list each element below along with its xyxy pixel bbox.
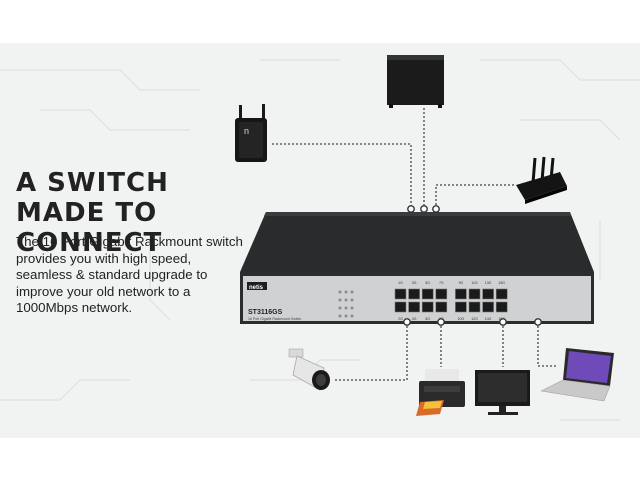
ethernet-port [394, 288, 407, 300]
subwoofer-icon [387, 55, 444, 108]
ethernet-port [408, 288, 420, 300]
port-label: 6G [425, 317, 430, 321]
model-label: ST3116GS [248, 309, 283, 316]
port-label: 10G [458, 317, 465, 321]
headline: A SWITCH MADE TO CONNECT [16, 168, 169, 258]
printer-icon [416, 369, 465, 416]
ethernet-port [435, 288, 448, 300]
connection-lines [272, 108, 558, 381]
brand-logo: netis [249, 285, 264, 291]
svg-text:n: n [244, 126, 249, 136]
ethernet-port [408, 301, 420, 313]
ethernet-port [468, 288, 481, 300]
port-label: 12G [471, 317, 478, 321]
port-label: 13G [485, 281, 492, 285]
ethernet-ports: 1G2G3G4G5G6G7G8G9G10G11G12G13G14G15G16G [394, 281, 508, 321]
ethernet-port [482, 288, 494, 300]
ethernet-port [495, 301, 508, 313]
port-label: 3G [412, 281, 417, 285]
ethernet-port [468, 301, 481, 313]
ethernet-port [421, 288, 434, 300]
security-camera-icon [288, 348, 330, 391]
port-label: 5G [425, 281, 430, 285]
port-label: 14G [485, 317, 492, 321]
wifi-router-icon [516, 156, 567, 204]
port-label: 11G [471, 281, 478, 285]
ethernet-port [421, 301, 434, 313]
port-label: 1G [398, 281, 403, 285]
model-subtitle: 16 Port Gigabit Rackmount Switch [248, 317, 301, 321]
port-label: 15G [498, 281, 505, 285]
ethernet-port [394, 301, 407, 313]
circuit-traces [0, 59, 640, 421]
connection-dots [403, 205, 542, 326]
status-leds [338, 290, 354, 318]
laptop-icon [540, 348, 614, 402]
network-switch: netis ST3116GS 16 Port Gigabit Rackmount… [240, 212, 594, 324]
description: The 16 Port Gigabit Rackmount switch pro… [16, 234, 243, 315]
port-label: 9G [459, 281, 464, 285]
range-extender-icon: n [235, 104, 267, 162]
ethernet-port [455, 288, 467, 300]
port-label: 2G [398, 317, 403, 321]
ethernet-port [435, 301, 448, 313]
port-label: 7G [439, 281, 444, 285]
ethernet-port [482, 301, 494, 313]
ethernet-port [495, 288, 508, 300]
ethernet-port [455, 301, 467, 313]
port-label: 4G [412, 317, 417, 321]
monitor-icon [475, 370, 530, 415]
